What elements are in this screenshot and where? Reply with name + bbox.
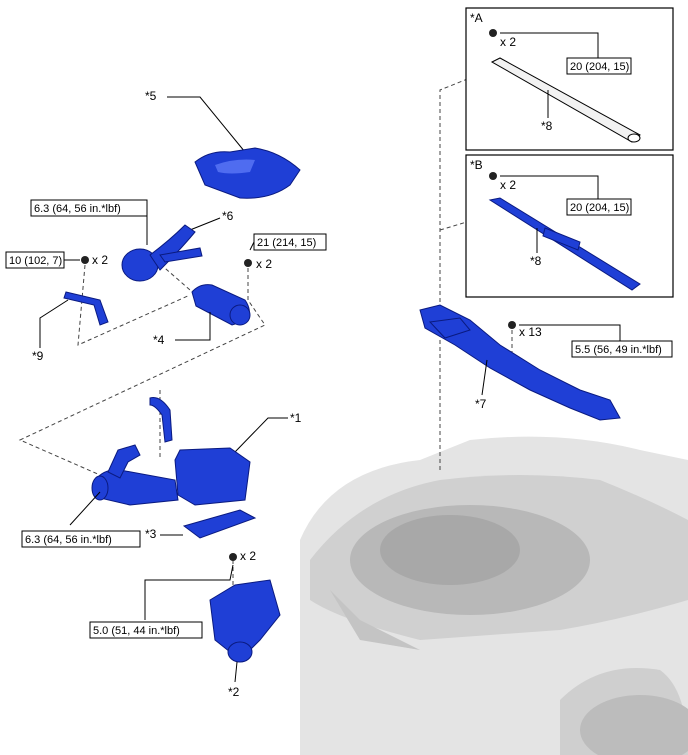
torque-air-cleaner: 6.3 (64, 56 in.*lbf): [25, 534, 112, 546]
panel-b-qty: x 2: [500, 178, 516, 192]
bolt-icon: [489, 172, 497, 180]
cowl-brace-part: x 13 5.5 (56, 49 in.*lbf) *7: [419, 304, 673, 421]
qty-clamp-9: x 2: [92, 253, 108, 267]
label-p5: *5: [145, 89, 157, 103]
panel-a-label: *A: [470, 11, 483, 25]
torque-cowl: 5.5 (56, 49 in.*lbf): [575, 344, 662, 356]
torque-clamp-9: 10 (102, 7): [9, 255, 62, 267]
panel-b-torque: 20 (204, 15): [570, 202, 629, 214]
torque-air-hose: 6.3 (64, 56 in.*lbf): [34, 203, 121, 215]
air-inlet-part: x 2 5.0 (51, 44 in.*lbf) *2: [89, 549, 281, 699]
vehicle-engine-bay: [300, 436, 688, 755]
qty-cowl: x 13: [519, 325, 542, 339]
bolt-icon: [244, 259, 252, 267]
bolt-icon: [489, 29, 497, 37]
label-p9: *9: [32, 349, 44, 363]
torque-air-inlet: 5.0 (51, 44 in.*lbf): [93, 625, 180, 637]
panel-b-label: *B: [470, 158, 483, 172]
panel-a: *A x 2 20 (204, 15) *8: [465, 7, 674, 151]
bolt-icon: [229, 553, 237, 561]
filter-element: *3: [145, 509, 257, 541]
air-cleaner-assembly: *1 6.3 (64, 56 in.*lbf): [21, 397, 302, 548]
brace-bracket-a: [490, 57, 641, 143]
label-p1: *1: [290, 411, 302, 425]
clamp-part: 10 (102, 7) x 2 *9: [5, 251, 109, 363]
panel-a-torque: 20 (204, 15): [570, 61, 629, 73]
label-p6: *6: [222, 209, 234, 223]
qty-air-inlet: x 2: [240, 549, 256, 563]
panel-a-part-label: *8: [541, 119, 553, 133]
label-p3: *3: [145, 527, 157, 541]
label-p2: *2: [228, 685, 240, 699]
label-p4: *4: [153, 333, 165, 347]
bolt-icon: [81, 256, 89, 264]
torque-resonator: 21 (214, 15): [257, 237, 316, 249]
bolt-icon: [508, 321, 516, 329]
air-hose-assembly: 6.3 (64, 56 in.*lbf) *6: [30, 199, 234, 282]
panel-b-part-label: *8: [530, 254, 542, 268]
panel-a-qty: x 2: [500, 35, 516, 49]
resonator-part: 21 (214, 15) x 2 *4: [153, 233, 327, 347]
qty-resonator: x 2: [256, 257, 272, 271]
panel-b: *B x 2 20 (204, 15) *8: [465, 154, 674, 298]
engine-cover: *5: [145, 89, 301, 199]
label-p7: *7: [475, 397, 487, 411]
